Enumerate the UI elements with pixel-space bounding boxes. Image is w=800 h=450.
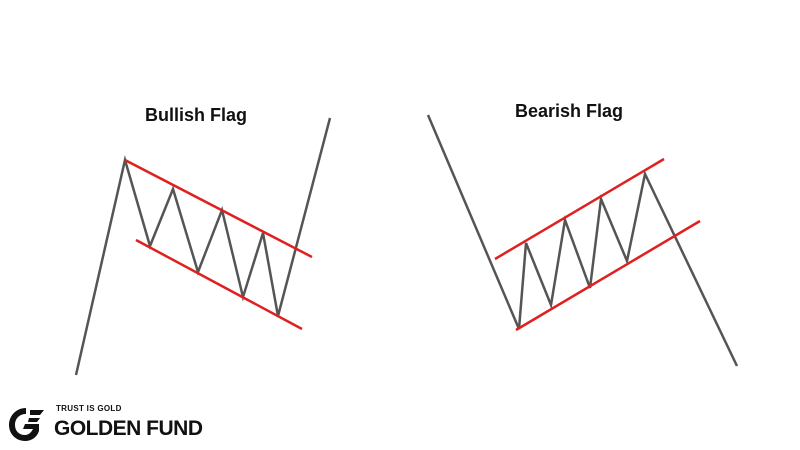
bullish-flag-title: Bullish Flag bbox=[145, 105, 248, 125]
bullish-price-path bbox=[74, 117, 332, 376]
bullish-channel-upper-line bbox=[124, 158, 313, 259]
bullish-channel-lower-line bbox=[135, 238, 303, 331]
bearish-flag-group bbox=[426, 114, 739, 367]
bearish-channel-lower-line bbox=[515, 219, 701, 332]
brand-name: GOLDEN FUND bbox=[54, 417, 203, 440]
golden-fund-logo-icon bbox=[9, 408, 44, 441]
brand-tagline: TRUST IS GOLD bbox=[56, 404, 122, 413]
bearish-price-path bbox=[426, 114, 739, 367]
bullish-flag-group bbox=[74, 117, 332, 376]
bearish-channel-upper-line bbox=[494, 157, 665, 261]
bearish-flag-title: Bearish Flag bbox=[515, 101, 624, 121]
